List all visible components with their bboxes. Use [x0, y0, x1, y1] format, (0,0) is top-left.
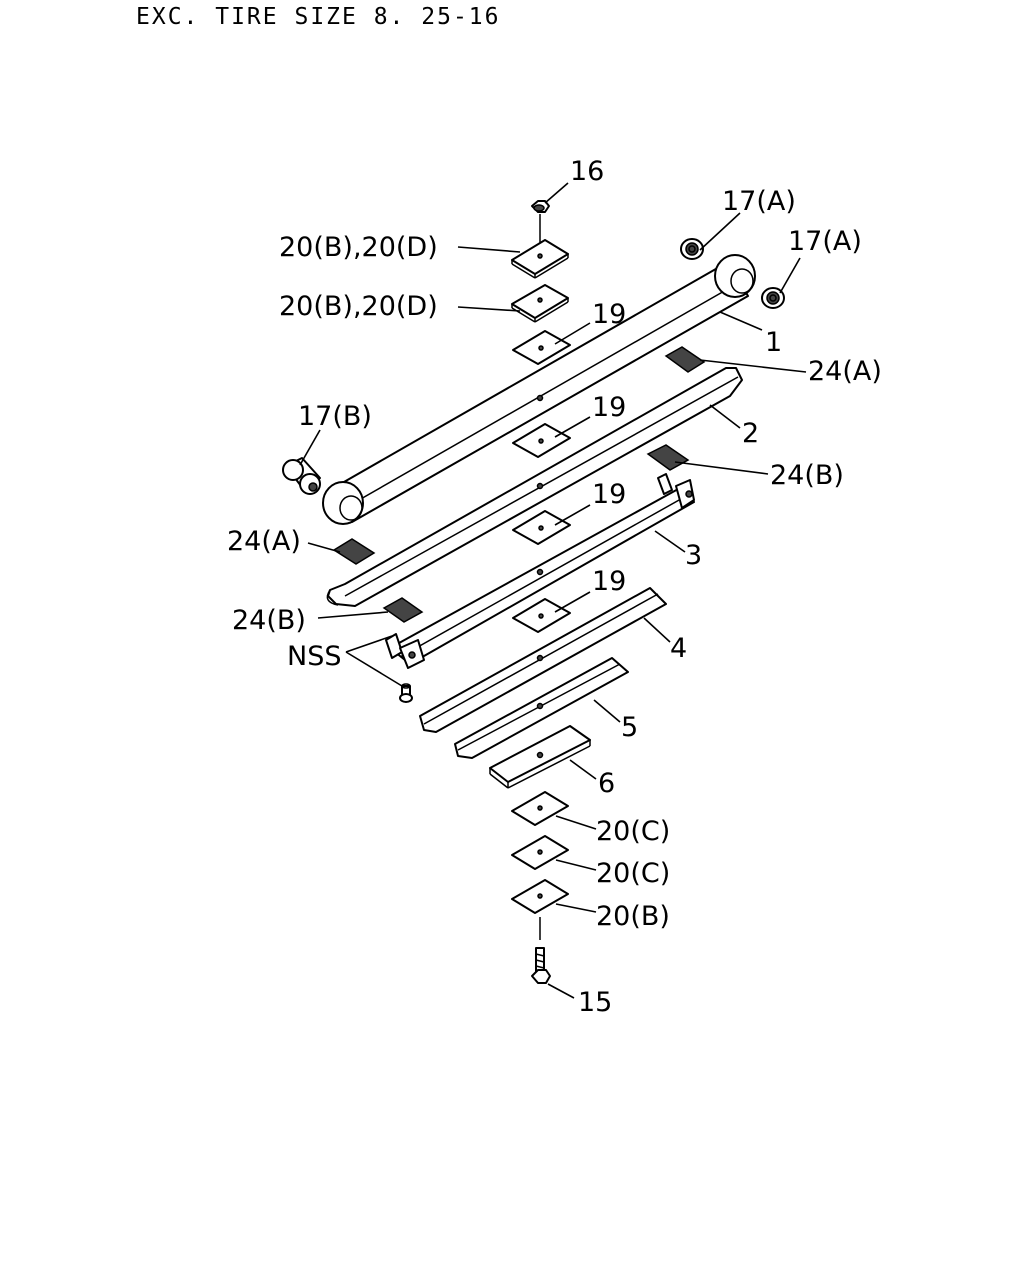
callout-17a-left: 17(A)	[722, 186, 796, 217]
callout-1: 1	[765, 327, 782, 358]
callout-19-fourth: 19	[592, 566, 626, 597]
shim-19-second	[512, 423, 571, 458]
shim-20bd-lower	[511, 284, 569, 323]
callout-19-second: 19	[592, 392, 626, 423]
callout-19-third: 19	[592, 479, 626, 510]
bushing-17b	[282, 457, 321, 495]
callout-4: 4	[670, 633, 687, 664]
main-leaf-1	[322, 254, 756, 525]
shim-19-third	[512, 510, 571, 545]
page-title: EXC. TIRE SIZE 8. 25-16	[136, 4, 501, 30]
leaf-5	[454, 657, 629, 759]
callout-17b: 17(B)	[298, 401, 372, 432]
pad-24b-upper	[646, 444, 690, 471]
shim-20c-upper	[511, 791, 569, 826]
pad-24a-upper	[664, 346, 706, 373]
pad-24b-lower	[382, 597, 424, 623]
pad-24a-lower	[332, 538, 376, 565]
callout-24b-upper: 24(B)	[770, 460, 844, 491]
shim-19-upper	[512, 330, 571, 365]
callout-20b-bottom: 20(B)	[596, 901, 670, 932]
callout-24b-lower: 24(B)	[232, 605, 306, 636]
callout-24a-lower: 24(A)	[227, 526, 301, 557]
shim-19-fourth	[512, 598, 571, 633]
bushing-17a-right	[761, 287, 785, 309]
shim-20b-bottom	[511, 879, 569, 914]
callout-19-upper: 19	[592, 299, 626, 330]
leaf-6	[489, 725, 591, 789]
callout-3: 3	[685, 540, 702, 571]
callout-24a-upper: 24(A)	[808, 356, 882, 387]
rivet-nss	[399, 683, 413, 703]
leaf-4	[419, 587, 667, 733]
callout-20bd-lower: 20(B),20(D)	[279, 291, 438, 322]
callout-nss: NSS	[287, 641, 341, 672]
leaf-2	[326, 367, 743, 607]
callout-6: 6	[598, 768, 615, 799]
leader-lines	[299, 182, 807, 999]
callout-20c-lower: 20(C)	[596, 858, 670, 889]
bushing-17a-left	[680, 238, 704, 260]
callout-2: 2	[742, 418, 759, 449]
bolt-15	[531, 917, 551, 984]
callout-20bd-upper: 20(B),20(D)	[279, 232, 438, 263]
callout-labels: 16 17(A) 17(A) 20(B),20(D) 20(B),20(D) 1…	[227, 156, 882, 1018]
callout-17a-right: 17(A)	[788, 226, 862, 257]
nut-16	[531, 200, 550, 244]
callout-15: 15	[578, 987, 612, 1018]
callout-20c-upper: 20(C)	[596, 816, 670, 847]
leaf-3	[385, 473, 695, 669]
callout-16: 16	[570, 156, 604, 187]
shim-20bd-upper	[511, 239, 569, 279]
callout-5: 5	[621, 712, 638, 743]
shim-20c-lower	[511, 835, 569, 870]
